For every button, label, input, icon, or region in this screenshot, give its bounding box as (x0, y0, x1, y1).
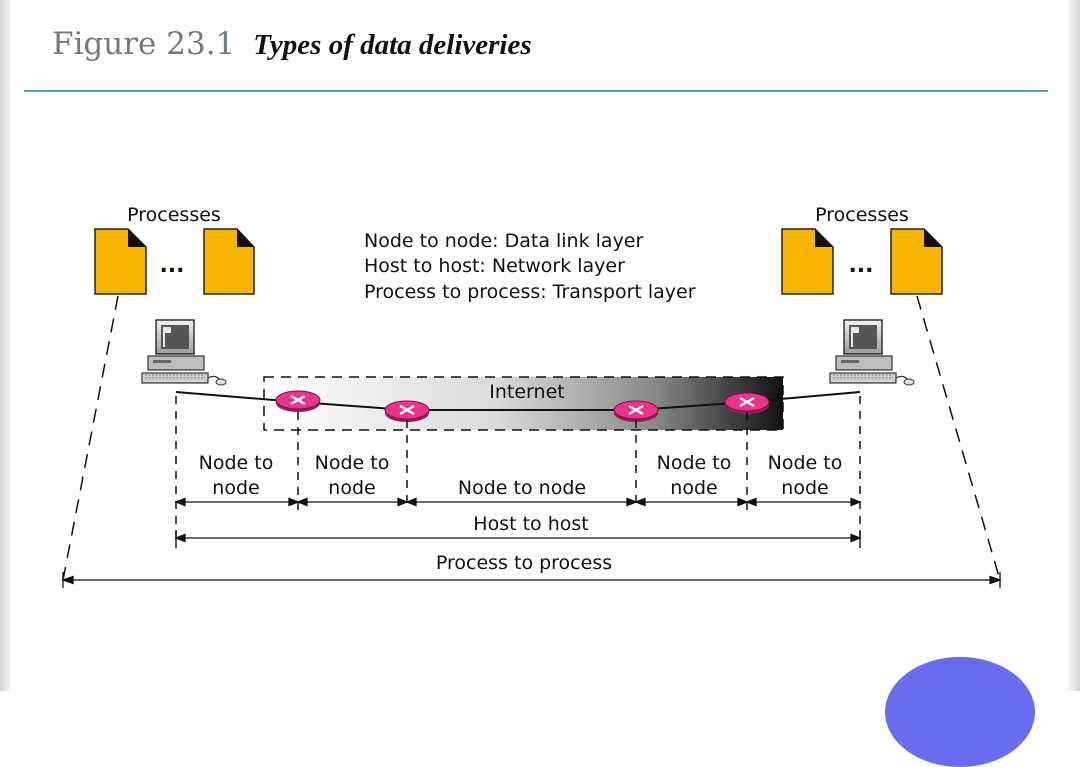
legend-line-3: Process to process: Transport layer (364, 281, 696, 303)
segment-1-label-line1: Node to (199, 452, 274, 474)
host-to-host-label: Host to host (473, 513, 588, 535)
segment-5-label-line1: Node to (768, 452, 843, 474)
internet-label: Internet (489, 381, 564, 403)
left-processes-label: Processes (127, 204, 221, 226)
segment-3-label: Node to node (458, 477, 586, 499)
process-to-process-arrow (61, 572, 1002, 588)
figure-number: Figure 23.1 (52, 26, 236, 62)
router-icon (613, 400, 659, 422)
title-rule (24, 90, 1048, 92)
page-edge-left (0, 0, 10, 691)
node-to-node-arrows (174, 497, 862, 507)
router-icon (275, 390, 321, 412)
document-icon (890, 228, 943, 295)
internet-border (263, 376, 784, 431)
document-icon (781, 228, 834, 295)
segment-4-label-line1: Node to (657, 452, 732, 474)
figure-caption: Types of data deliveries (253, 29, 532, 61)
delivery-diagram: Processes Processes ... ... Node to node… (61, 204, 1002, 588)
left-computer-icon (141, 319, 227, 386)
right-processes-label: Processes (815, 204, 909, 226)
internet-cloud (264, 377, 783, 430)
segment-4-label-line2: node (670, 477, 717, 499)
segment-separators (175, 396, 861, 548)
legend-line-2: Host to host: Network layer (364, 255, 625, 277)
segment-1-label-line2: node (212, 477, 259, 499)
right-outer-dashed-line (916, 295, 1001, 581)
router-icon (384, 400, 430, 422)
figure-title: Figure 23.1 Types of data deliveries (52, 26, 532, 62)
segment-2-label-line2: node (328, 477, 375, 499)
page-edge-right (1068, 0, 1080, 691)
document-icon (203, 228, 255, 295)
router-icon (724, 392, 770, 414)
segment-2-label-line1: Node to (315, 452, 390, 474)
segment-5-label-line2: node (781, 477, 828, 499)
decorative-blue-circle (885, 657, 1035, 767)
document-icon (94, 228, 147, 295)
process-to-process-label: Process to process (436, 552, 612, 574)
left-outer-dashed-line (62, 295, 119, 581)
right-computer-icon (829, 319, 915, 386)
left-ellipsis: ... (159, 253, 184, 278)
host-to-host-arrow (174, 530, 862, 546)
right-ellipsis: ... (848, 253, 873, 278)
legend-line-1: Node to node: Data link layer (364, 230, 644, 252)
